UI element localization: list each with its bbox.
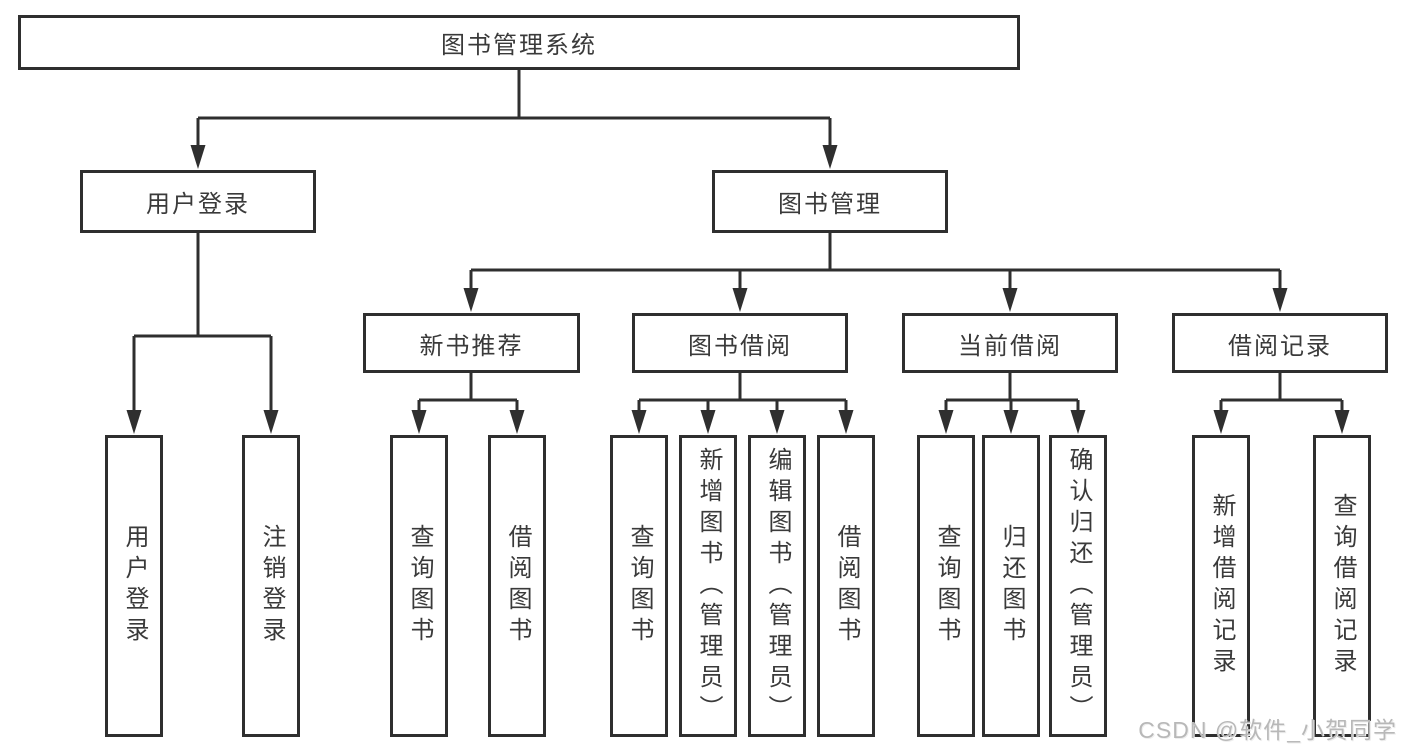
arrowhead-icon [938,410,954,434]
node-book-management: 图书管理 [712,170,948,233]
arrowhead-icon [732,288,748,312]
connector-login-to-leaves [132,233,273,414]
leaf-label: 归还图书 [998,524,1025,648]
arrowhead-icon [126,410,142,434]
node-label: 新书推荐 [419,332,524,360]
leaf-label: 借阅图书 [833,524,860,648]
connector-root-to-level2 [196,70,832,150]
connector-current-to-leaves [944,373,1080,414]
leaf-records-add-record: 新增借阅记录 [1192,435,1250,737]
arrowhead-icon [700,410,716,434]
arrowhead-icon [769,410,785,434]
leaf-user-login: 用户登录 [105,435,163,737]
csdn-watermark: CSDN @软件_小贺同学 [1138,717,1397,743]
leaf-label: 用户登录 [121,524,148,648]
connector-newrec-to-leaves [417,373,519,414]
node-label: 借阅记录 [1228,332,1332,360]
leaf-label: 新增图书（管理员） [695,446,722,726]
node-user-login: 用户登录 [80,170,316,233]
leaf-label: 查询图书 [933,524,960,648]
leaf-borrow-borrow-books: 借阅图书 [817,435,875,737]
leaf-logout: 注销登录 [242,435,300,737]
node-library-management-system: 图书管理系统 [18,15,1020,70]
connector-borrow-to-leaves [637,373,848,414]
arrowhead-icon [1003,410,1019,434]
node-label: 图书管理系统 [441,32,597,59]
arrowhead-icon [822,145,838,169]
leaf-records-query-record: 查询借阅记录 [1313,435,1371,737]
leaf-borrow-edit-books-admin: 编辑图书（管理员） [748,435,806,737]
arrowhead-icon [509,410,525,434]
connector-mgmt-to-level3 [469,233,1282,292]
node-borrow-records: 借阅记录 [1172,313,1388,373]
arrowhead-icon [1070,410,1086,434]
node-label: 当前借阅 [958,332,1062,360]
node-label: 图书管理 [778,191,882,218]
node-book-borrow: 图书借阅 [632,313,848,373]
connector-records-to-leaves [1219,373,1344,414]
leaf-current-query-books: 查询图书 [917,435,975,737]
leaf-borrow-query-books: 查询图书 [610,435,668,737]
leaf-label: 确认归还（管理员） [1065,446,1092,726]
node-current-borrow: 当前借阅 [902,313,1118,373]
arrowhead-icon [1213,410,1229,434]
arrowhead-icon [1334,410,1350,434]
leaf-current-confirm-return-admin: 确认归还（管理员） [1049,435,1107,737]
arrowhead-icon [631,410,647,434]
leaf-label: 查询图书 [626,524,653,648]
leaf-label: 编辑图书（管理员） [764,446,791,726]
leaf-label: 新增借阅记录 [1208,493,1235,679]
leaf-label: 借阅图书 [504,524,531,648]
arrowhead-icon [411,410,427,434]
node-label: 图书借阅 [688,332,792,360]
arrowhead-icon [463,288,479,312]
leaf-label: 查询图书 [406,524,433,648]
arrowhead-icon [190,145,206,169]
leaf-newrec-borrow-books: 借阅图书 [488,435,546,737]
arrowhead-icon [838,410,854,434]
arrowhead-icon [263,410,279,434]
arrowhead-icon [1272,288,1288,312]
leaf-label: 查询借阅记录 [1329,493,1356,679]
arrowheads [126,145,1350,434]
node-new-book-recommend: 新书推荐 [363,313,580,373]
leaf-current-return-books: 归还图书 [982,435,1040,737]
node-label: 用户登录 [146,191,250,218]
arrowhead-icon [1002,288,1018,312]
leaf-newrec-query-books: 查询图书 [390,435,448,737]
leaf-label: 注销登录 [258,524,285,648]
leaf-borrow-add-books-admin: 新增图书（管理员） [679,435,737,737]
